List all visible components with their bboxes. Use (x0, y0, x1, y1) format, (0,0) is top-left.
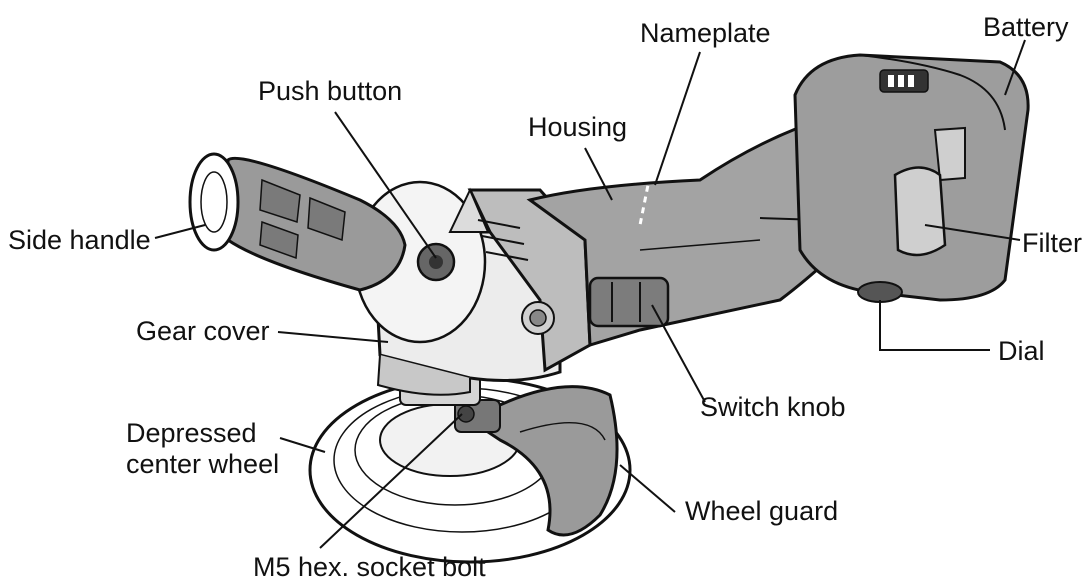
label-dial: Dial (998, 336, 1045, 366)
leader-switch-knob (651, 304, 706, 403)
label-switch-knob: Switch knob (700, 392, 846, 422)
leader-filter (924, 224, 1021, 241)
label-push-button: Push button (258, 76, 403, 106)
wheel-guard (467, 385, 619, 537)
label-depressed-center-wheel: Depressed center wheel (126, 418, 280, 479)
label-side-handle: Side handle (8, 225, 151, 255)
label-m5-hex-socket-bolt: M5 hex. socket bolt (253, 552, 486, 582)
label-gear-cover: Gear cover (136, 316, 270, 346)
leader-push-button (334, 111, 437, 259)
label-filter: Filter (1022, 228, 1082, 258)
leader-m5-bolt (319, 413, 463, 549)
dial (857, 281, 903, 303)
label-battery: Battery (983, 12, 1069, 42)
nameplate (638, 174, 652, 226)
filter (893, 166, 947, 257)
push-button (416, 242, 456, 282)
leader-nameplate (654, 51, 701, 186)
leader-dial (879, 300, 990, 351)
leader-gear-cover (277, 331, 389, 343)
switch-knob (588, 276, 670, 328)
leader-wheel-guard (619, 464, 676, 513)
leader-housing (584, 147, 613, 201)
leader-lines (154, 39, 1026, 549)
leader-side-handle (154, 224, 206, 239)
side-handle (188, 152, 407, 292)
label-nameplate: Nameplate (640, 18, 771, 48)
motor-head (448, 187, 592, 373)
leader-battery (1004, 39, 1026, 96)
leader-depressed-center-wheel (279, 437, 326, 453)
label-housing: Housing (528, 112, 628, 142)
label-wheel-guard: Wheel guard (685, 496, 839, 526)
